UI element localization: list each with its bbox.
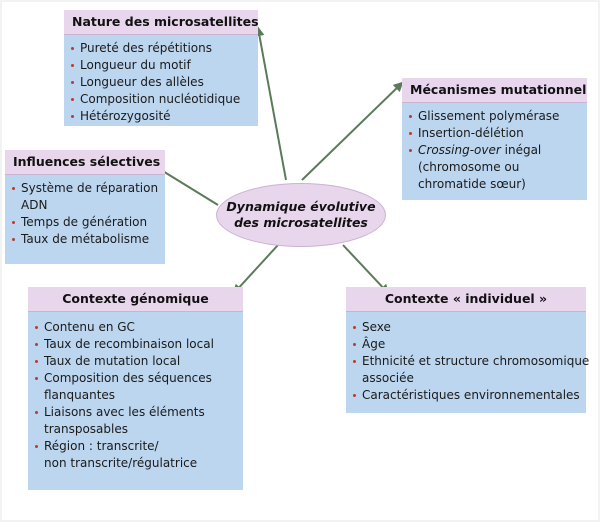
arrow-to-individuel (342, 244, 390, 295)
box-title: Nature des microsatellites (64, 10, 258, 35)
list-item-continuation: transposables (44, 422, 128, 436)
item-list: Système de réparation ADN Temps de génér… (5, 175, 165, 252)
list-item: Liaisons avec les éléments (34, 404, 237, 421)
list-item: Composition nucléotidique (70, 91, 252, 108)
list-item: Contenu en GC (34, 319, 237, 336)
list-item: Taux de mutation local (34, 353, 237, 370)
list-item: Caractéristiques environnementales (352, 387, 580, 404)
crossing-over-line2: (chromosome ou (418, 160, 520, 174)
box-mecanismes-mutationnels: Mécanismes mutationnels Glissement polym… (402, 78, 587, 200)
list-item: Insertion-délétion (408, 125, 581, 142)
list-item: Ethnicité et structure chromosomique (352, 353, 589, 370)
box-influences-selectives: Influences sélectives Système de réparat… (5, 150, 165, 264)
box-title: Contexte génomique (28, 287, 243, 312)
center-label-line2: des microsatellites (234, 215, 368, 230)
box-nature-microsatellites: Nature des microsatellites Pureté des ré… (64, 10, 258, 126)
list-item: Hétérozygosité (70, 108, 252, 125)
box-title: Contexte « individuel » (346, 287, 586, 312)
center-label-line1: Dynamique évolutive (226, 199, 376, 214)
list-item-continuation: ADN (21, 198, 48, 212)
arrow-to-mecanismes (301, 81, 404, 181)
box-title: Mécanismes mutationnels (402, 78, 587, 103)
list-item: Région : transcrite/ (34, 438, 237, 455)
list-item: Taux de recombinaison local (34, 336, 237, 353)
item-list: Pureté des répétitions Longueur du motif… (64, 35, 258, 129)
arrow-to-nature (254, 26, 287, 181)
item-list: Contenu en GC Taux de recombinaison loca… (28, 312, 243, 476)
center-ellipse: Dynamique évolutive des microsatellites (216, 183, 386, 247)
crossing-over-line3: chromatide sœur) (418, 177, 526, 191)
list-item: Temps de génération (11, 214, 159, 231)
arrow-to-genomique (232, 244, 279, 295)
crossing-over-rest: inégal (500, 143, 542, 157)
item-list: Glissement polymérase Insertion-délétion… (402, 103, 587, 197)
list-item: Système de réparation (11, 180, 159, 197)
list-item-crossing-over: Crossing-over inégal (chromosome ou chroma… (408, 142, 581, 193)
list-item: Pureté des répétitions (70, 40, 252, 57)
crossing-over-italic: Crossing-over (418, 143, 501, 157)
box-contexte-individuel: Contexte « individuel » Sexe Âge Ethnici… (346, 287, 589, 413)
list-item: Sexe (352, 319, 580, 336)
item-list: Sexe Âge Ethnicité et structure chromoso… (346, 312, 589, 408)
box-contexte-genomique: Contexte génomique Contenu en GC Taux de… (28, 287, 243, 490)
box-title: Influences sélectives (5, 150, 165, 175)
list-item: Longueur des allèles (70, 74, 252, 91)
list-item: Composition des séquences (34, 370, 237, 387)
list-item-continuation: associée (362, 371, 414, 385)
list-item-continuation: non transcrite/régulatrice (44, 456, 198, 470)
list-item: Longueur du motif (70, 57, 252, 74)
list-item-continuation: flanquantes (44, 388, 116, 402)
list-item: Glissement polymérase (408, 108, 581, 125)
list-item: Taux de métabolisme (11, 231, 159, 248)
list-item: Âge (352, 336, 580, 353)
